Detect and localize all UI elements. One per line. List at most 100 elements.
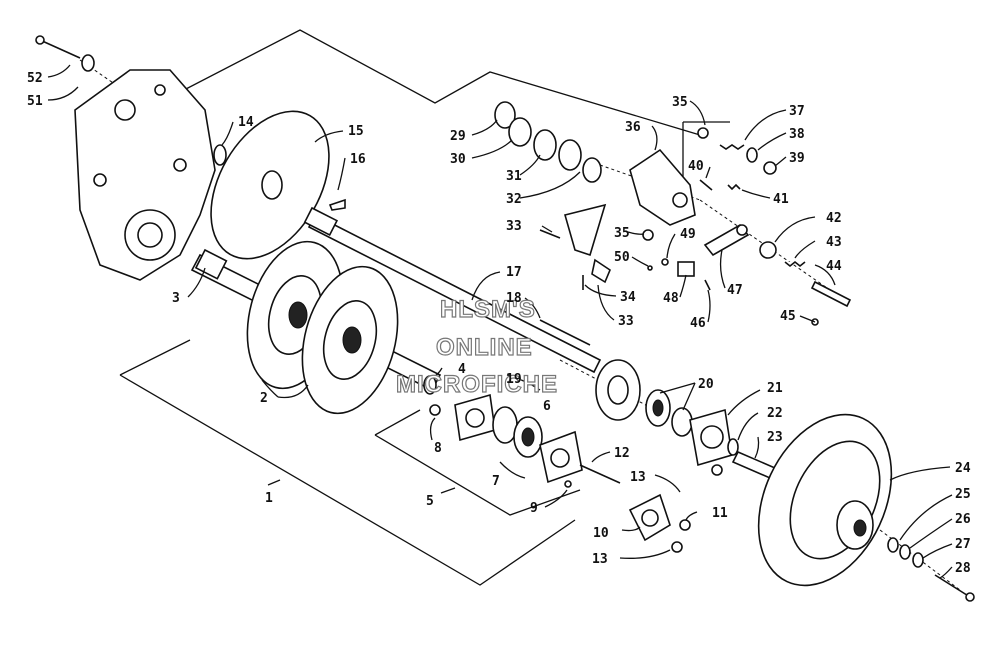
callout-38: 38 [789, 127, 805, 142]
washer-22 [727, 438, 739, 456]
rings-29-32 [494, 101, 602, 183]
callout-4: 4 [458, 362, 466, 377]
bolt-12 [579, 464, 621, 484]
callout-46: 46 [690, 316, 706, 331]
ring-31 [533, 129, 557, 161]
group-bracket-lines [119, 29, 730, 586]
washer-38 [746, 147, 758, 163]
callout-30: 30 [450, 152, 466, 167]
callout-labels: 52 51 14 15 16 3 2 1 17 18 19 4 8 6 7 5 … [27, 71, 971, 576]
callout-49: 49 [680, 227, 696, 242]
callout-42: 42 [826, 211, 842, 226]
bearing-19 [595, 359, 641, 421]
callout-12: 12 [614, 446, 630, 461]
callout-20: 20 [698, 377, 714, 392]
callout-9: 9 [530, 501, 538, 516]
spacer-23 [731, 450, 777, 480]
bolt-8 [429, 404, 441, 416]
washer-51 [81, 54, 95, 72]
callout-7: 7 [492, 474, 500, 489]
spacer-4 [423, 375, 437, 395]
ring-29 [494, 101, 516, 129]
bearing-housing-10 [628, 493, 671, 542]
callout-52: 52 [27, 71, 43, 86]
caliper-body-36 [629, 148, 696, 226]
callout-22: 22 [767, 406, 783, 421]
callout-43: 43 [826, 235, 842, 250]
callout-15: 15 [348, 124, 364, 139]
nut-13-lower [671, 541, 683, 553]
callout-3: 3 [172, 291, 180, 306]
chaincase-housing [74, 69, 216, 281]
callout-44: 44 [826, 259, 842, 274]
callout-26: 26 [955, 512, 971, 527]
callout-50: 50 [614, 250, 630, 265]
bracket-48 [677, 261, 695, 277]
callout-13-upper: 13 [630, 470, 646, 485]
callout-8: 8 [434, 441, 442, 456]
driven-pulley-24 [757, 413, 893, 587]
flange-21 [689, 408, 733, 467]
callout-31: 31 [506, 169, 522, 184]
callout-41: 41 [773, 192, 789, 207]
rod-44 [810, 280, 852, 308]
callout-27: 27 [955, 537, 971, 552]
nut-13-upper [711, 464, 723, 476]
callout-39: 39 [789, 151, 805, 166]
callout-11: 11 [712, 506, 728, 521]
washer-26 [899, 544, 911, 560]
screw-46 [704, 279, 711, 291]
nut-11 [679, 519, 691, 531]
nut-42 [759, 241, 777, 259]
bolt-28 [934, 574, 975, 602]
washer-25 [887, 537, 899, 553]
callout-23: 23 [767, 430, 783, 445]
lever-47 [703, 223, 750, 257]
callout-18: 18 [506, 291, 522, 306]
callout-13-lower: 13 [592, 552, 608, 567]
callout-6: 6 [543, 399, 551, 414]
callout-28: 28 [955, 561, 971, 576]
callout-17: 17 [506, 265, 522, 280]
spring-41 [727, 183, 741, 191]
key-16 [328, 198, 346, 211]
watermark-line-3: MICROFICHE [396, 371, 558, 398]
watermark-line-1: HLSM'S [440, 296, 536, 323]
callout-33-upper: 33 [506, 219, 522, 234]
bolt-33 [539, 229, 561, 239]
key-18 [539, 319, 591, 346]
callout-21: 21 [767, 381, 783, 396]
grease-fitting-9 [564, 480, 572, 488]
watermark: HLSM'S ONLINE MICROFICHE [395, 295, 558, 398]
nut-39 [763, 161, 777, 175]
washer-14 [213, 144, 227, 166]
callout-2: 2 [260, 391, 268, 406]
leader-lines [47, 64, 953, 579]
callout-14: 14 [238, 115, 254, 130]
callout-35-upper: 35 [672, 95, 688, 110]
drive-sprockets-2 [246, 240, 399, 415]
ring-30 [508, 117, 532, 147]
callout-37: 37 [789, 104, 805, 119]
washer-27 [912, 552, 924, 568]
spring-43 [784, 260, 806, 268]
bearing-flange-7-left [454, 393, 496, 442]
bracket-33 [564, 203, 611, 284]
spring-37 [719, 144, 745, 150]
callout-24: 24 [955, 461, 971, 476]
clip-49 [661, 258, 669, 266]
pin-40 [699, 179, 713, 191]
callout-48: 48 [663, 291, 679, 306]
pin-50 [647, 265, 653, 271]
callout-51: 51 [27, 94, 43, 109]
pin-35-upper [697, 127, 709, 139]
brake-disc-15 [210, 110, 330, 260]
callout-29: 29 [450, 129, 466, 144]
bearings-20 [645, 389, 693, 437]
pin-35-lower [642, 229, 654, 241]
bolt-52 [35, 35, 81, 59]
driven-shaft-17 [303, 206, 602, 374]
callout-36: 36 [625, 120, 641, 135]
bearing-flange-7-right [539, 430, 583, 484]
